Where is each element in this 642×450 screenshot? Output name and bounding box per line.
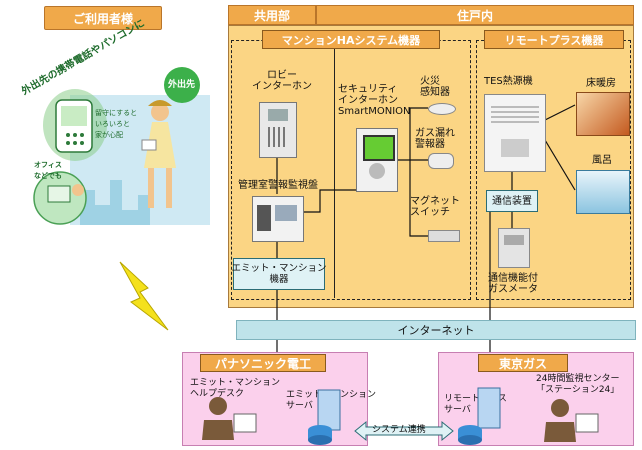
fire-detector-icon (428, 103, 456, 115)
magnet-switch-icon (428, 230, 460, 242)
emit-mansion-device: エミット・マンション 機器 (232, 258, 327, 290)
magnet-switch-label: マグネット スイッチ (410, 196, 460, 218)
gas-leak-alarm-icon (428, 153, 454, 169)
tokyo-gas-header: 東京ガス (478, 354, 568, 372)
panasonic-header: パナソニック電工 (200, 354, 326, 372)
management-monitor-label: 管理室警報監視盤 (238, 180, 318, 191)
ha-system-header: マンションHAシステム機器 (262, 30, 440, 49)
security-intercom-device (356, 128, 398, 192)
gas-leak-alarm-label: ガス漏れ 警報器 (415, 128, 455, 150)
system-link-label: システム連携 (372, 425, 426, 435)
lobby-intercom-label: ロビー インターホン (252, 70, 312, 92)
fire-detector-label: 火災 感知器 (420, 76, 450, 98)
area-divider (334, 48, 335, 298)
worry-speech: 留守にすると いろいろと 家が心配 (95, 109, 138, 139)
internet-bar: インターネット (236, 320, 636, 340)
floor-heating-label: 床暖房 (586, 78, 616, 89)
users-illustration: 外出先の携帯電話やパソコンに 外出先 オフィス などでも 留守にすると いろいろ… (20, 18, 212, 250)
dwelling-header: 住戸内 (316, 5, 634, 25)
office-label: オフィス などでも (34, 161, 62, 180)
gas-meter-label: 通信機能付 ガスメータ (488, 273, 538, 295)
users-title: ご利用者様 (44, 6, 162, 30)
comm-device: 通信装置 (486, 190, 538, 212)
lobby-intercom-device (259, 102, 297, 158)
gas-meter-device (498, 228, 530, 268)
shared-area-header: 共用部 (228, 5, 316, 25)
security-intercom-label: セキュリティ インターホン SmartMONION (338, 84, 411, 117)
management-monitor-device (252, 196, 304, 242)
remote-plus-header: リモートプラス機器 (484, 30, 624, 49)
outing-badge: 外出先 (168, 80, 196, 90)
internet-label: インターネット (397, 324, 475, 337)
bath-photo (576, 170, 630, 214)
floor-heating-photo (576, 92, 630, 136)
tes-heat-source-device (484, 94, 546, 172)
tes-heat-source-label: TES熱源機 (484, 76, 533, 87)
users-illustration-art (33, 67, 210, 225)
panasonic-helpdesk-label: エミット・マンション ヘルプデスク (190, 378, 281, 399)
monitoring-center-label: 24時間監視センター 「ステーション24」 (536, 374, 620, 395)
tokyo-gas-server-label: リモートプラス サーバ (444, 394, 507, 415)
bath-label: 風呂 (592, 155, 612, 166)
